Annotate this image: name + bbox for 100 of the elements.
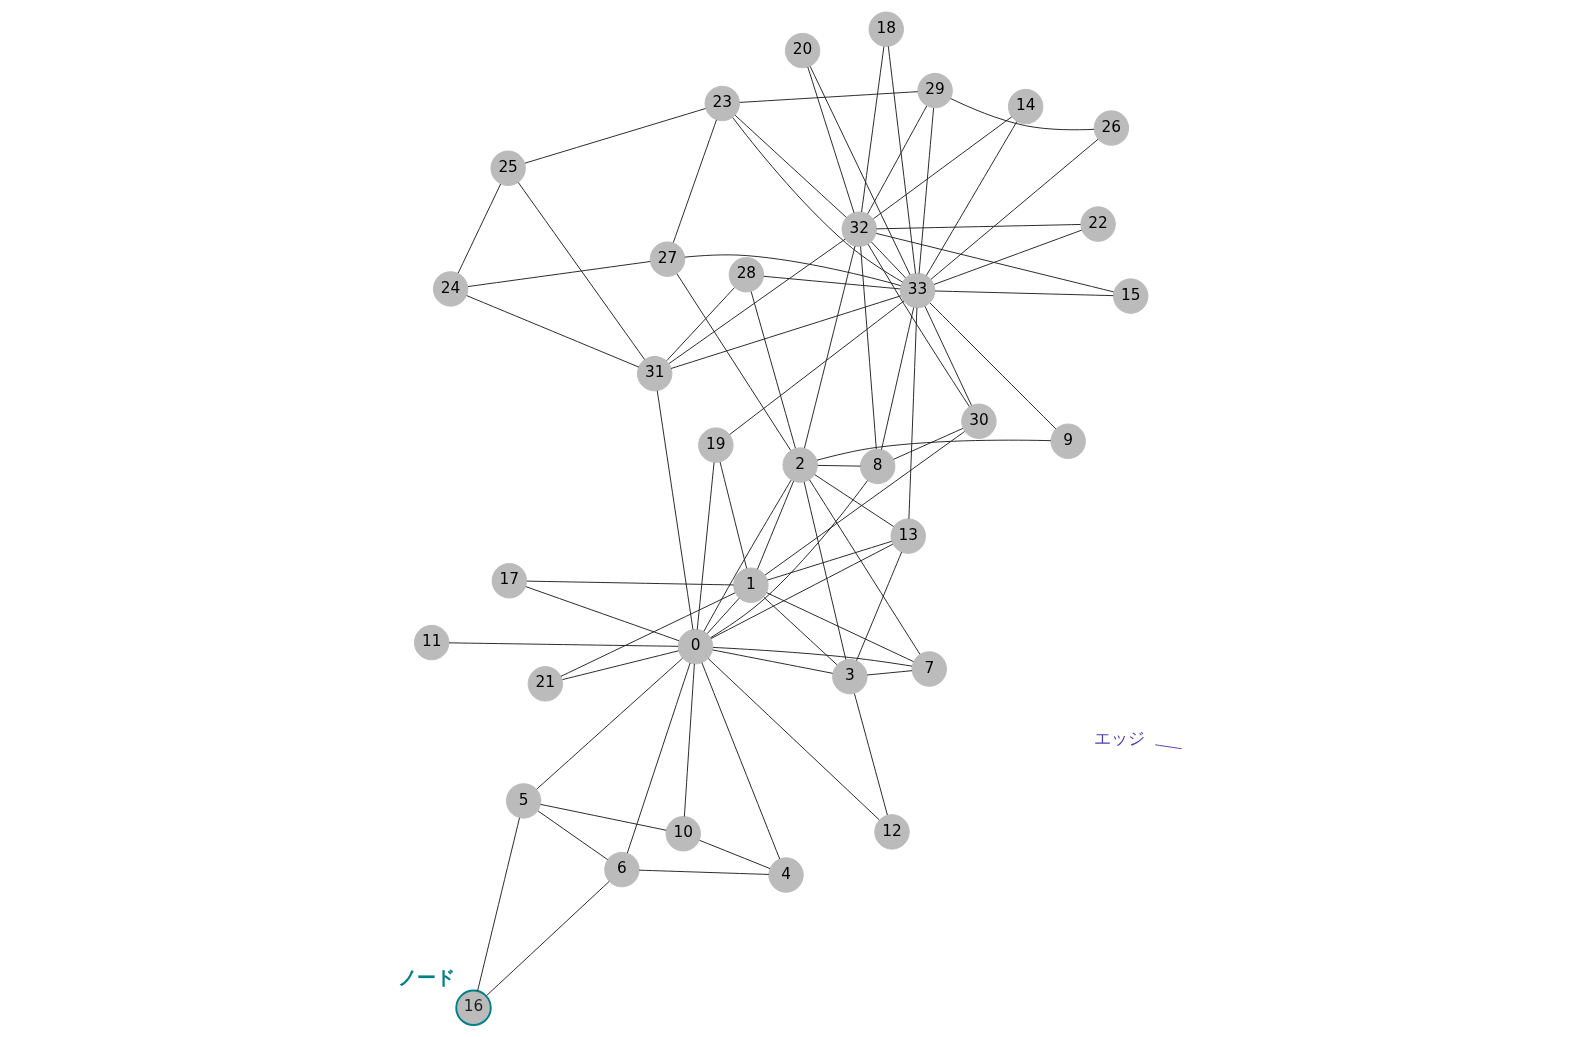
connector	[728, 300, 904, 435]
node-circle: 6	[603, 851, 640, 888]
connector	[638, 869, 769, 875]
node-circle: 26	[1093, 110, 1129, 146]
connector	[816, 464, 861, 467]
connector	[933, 290, 1114, 297]
connector	[517, 181, 645, 360]
node-circle: 10	[665, 816, 701, 852]
connector	[711, 649, 833, 674]
node-circle: 33	[899, 272, 935, 309]
connector	[930, 138, 1099, 280]
node-circle: 25	[489, 150, 526, 186]
connector	[683, 663, 695, 817]
connector	[702, 479, 792, 632]
connector	[561, 650, 679, 681]
node-circle: 8	[859, 448, 895, 485]
connector	[907, 307, 917, 520]
node-circle: 15	[1112, 278, 1148, 314]
connector	[933, 229, 1082, 285]
connector	[626, 662, 691, 854]
connector	[712, 646, 912, 667]
connector	[872, 116, 1012, 220]
connector	[756, 480, 794, 570]
connector	[809, 65, 910, 276]
connector	[525, 580, 734, 586]
node-text: エッジ	[1093, 727, 1145, 748]
connector	[750, 291, 796, 449]
connector	[700, 662, 780, 860]
connector	[524, 586, 679, 642]
connector	[559, 592, 736, 677]
node-circle: 5	[505, 783, 541, 819]
connector	[875, 232, 1114, 293]
node-circle: 23	[704, 85, 740, 122]
connector	[762, 275, 901, 290]
node-circle: 14	[1007, 88, 1043, 125]
connector	[764, 431, 965, 576]
connector	[672, 119, 717, 243]
connector	[683, 254, 901, 287]
connector	[457, 183, 501, 274]
node-circle: 16	[454, 989, 492, 1026]
connector	[1154, 744, 1182, 750]
node-circle: 0	[677, 628, 713, 665]
connector	[918, 107, 934, 274]
connector	[766, 540, 892, 581]
connector	[665, 287, 735, 362]
connector	[537, 810, 608, 861]
connector	[485, 880, 610, 997]
connector	[867, 243, 970, 408]
node-circle: 2	[781, 447, 818, 483]
node-circle: 4	[767, 857, 804, 893]
connector	[476, 817, 520, 992]
connector	[806, 66, 854, 214]
connector	[710, 543, 893, 639]
connector	[656, 390, 693, 630]
connector	[866, 105, 927, 215]
connector	[535, 657, 683, 790]
connector	[698, 839, 770, 870]
node-circle: 17	[491, 563, 527, 599]
connector	[875, 224, 1081, 230]
connector	[813, 474, 894, 527]
connector	[670, 295, 901, 369]
node-circle: 7	[911, 651, 947, 687]
node-circle: 22	[1079, 206, 1116, 242]
connector	[870, 241, 906, 279]
connector	[539, 803, 667, 831]
connector	[738, 91, 918, 103]
connector	[668, 238, 846, 364]
connector	[866, 670, 913, 676]
connector	[949, 98, 1095, 131]
connector	[719, 461, 747, 569]
connector	[734, 114, 847, 218]
connector	[707, 658, 880, 821]
connector	[765, 592, 914, 663]
node-circle: 21	[527, 666, 563, 702]
connector	[675, 273, 791, 451]
node-circle: 32	[841, 211, 877, 247]
connector	[803, 481, 846, 661]
node-circle: 13	[890, 518, 926, 554]
connector	[860, 46, 884, 213]
node-circle: 29	[916, 72, 953, 109]
node-circle: 24	[432, 271, 468, 307]
connector	[465, 295, 639, 368]
connector	[853, 693, 888, 816]
node-circle: 28	[728, 256, 764, 293]
connector	[448, 642, 679, 647]
connector	[880, 307, 914, 451]
connector	[892, 427, 963, 460]
connector	[731, 117, 903, 283]
connector	[815, 439, 1051, 461]
connector	[803, 245, 855, 449]
connector	[924, 305, 972, 406]
node-circle: 9	[1049, 423, 1086, 459]
connector	[808, 479, 920, 655]
node-circle: 30	[960, 403, 997, 439]
connector	[467, 261, 651, 288]
node-label: ノード	[397, 965, 455, 989]
connector	[762, 596, 837, 666]
node-circle: 27	[649, 241, 685, 277]
connector	[929, 302, 1056, 430]
connector	[709, 480, 868, 639]
